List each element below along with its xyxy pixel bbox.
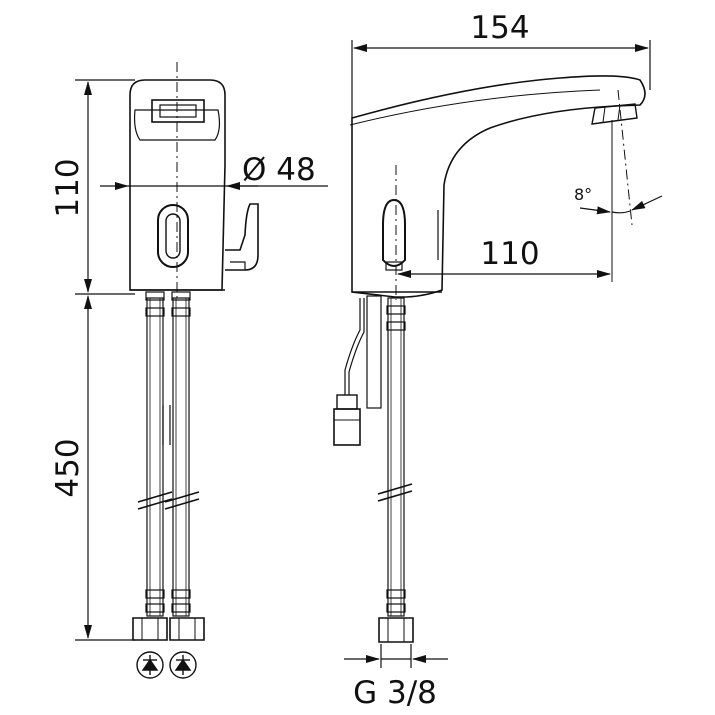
dim-total-width — [351, 40, 651, 118]
sensor-cable — [344, 298, 361, 395]
hose-left — [146, 297, 164, 617]
sensor-window-front — [157, 204, 189, 268]
dim-thread-label: G 3/8 — [353, 675, 437, 711]
cap-window — [151, 99, 205, 123]
check-valve-icon — [136, 651, 164, 679]
dim-body-height — [75, 79, 135, 295]
dim-thread — [344, 644, 448, 668]
nut-right — [169, 617, 205, 641]
hose-right — [172, 297, 190, 617]
dim-hose-length-label: 450 — [50, 438, 86, 497]
nut-side — [378, 617, 414, 643]
dim-body-diameter-label: Ø 48 — [242, 152, 316, 188]
dim-spout-reach-label: 110 — [480, 236, 539, 272]
cable-connector — [336, 394, 358, 410]
faucet-body-side — [351, 75, 646, 298]
hose-side — [387, 297, 405, 617]
dim-spout-angle — [579, 195, 663, 215]
faucet-cap-front — [133, 109, 221, 141]
nut-left — [132, 617, 168, 641]
side-view — [333, 75, 646, 643]
dim-body-height-label: 110 — [50, 158, 86, 217]
front-view — [129, 79, 259, 641]
spout-axis — [617, 89, 633, 226]
check-valve-icon — [169, 651, 197, 679]
dim-spout-angle-label: 8° — [574, 185, 592, 204]
dim-hose-length — [75, 295, 135, 641]
aerator — [591, 103, 638, 125]
faucet-body-front — [129, 79, 226, 291]
temperature-lever — [225, 203, 259, 271]
sensor-window-side — [382, 198, 406, 267]
dim-total-width-label: 154 — [470, 10, 529, 46]
